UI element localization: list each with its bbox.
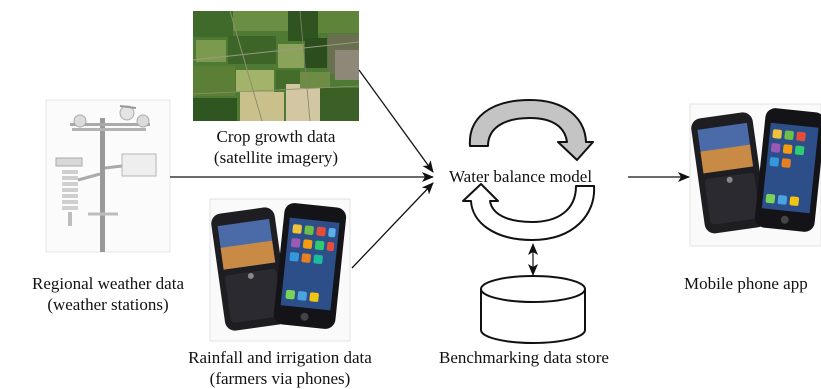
mobile-app-label: Mobile phone app: [684, 274, 808, 293]
benchmarking-store-label: Benchmarking data store: [439, 348, 609, 367]
rainfall-data-label: Rainfall and irrigation data (farmers vi…: [160, 347, 400, 389]
weather-data-label: Regional weather data (weather stations): [8, 273, 208, 315]
crop-growth-label: Crop growth data (satellite imagery): [190, 126, 362, 168]
crop-growth-title: Crop growth data: [216, 127, 336, 146]
weather-data-source: (weather stations): [47, 295, 169, 314]
arrow-rainfall-to-model: [351, 182, 434, 269]
water-balance-model-label: Water balance model: [449, 167, 593, 186]
weather-data-title: Regional weather data: [32, 274, 184, 293]
rainfall-data-source: (farmers via phones): [209, 369, 351, 388]
arrow-satellite-to-model: [358, 69, 434, 173]
crop-growth-source: (satellite imagery): [213, 148, 339, 167]
rainfall-data-title: Rainfall and irrigation data: [188, 348, 372, 367]
